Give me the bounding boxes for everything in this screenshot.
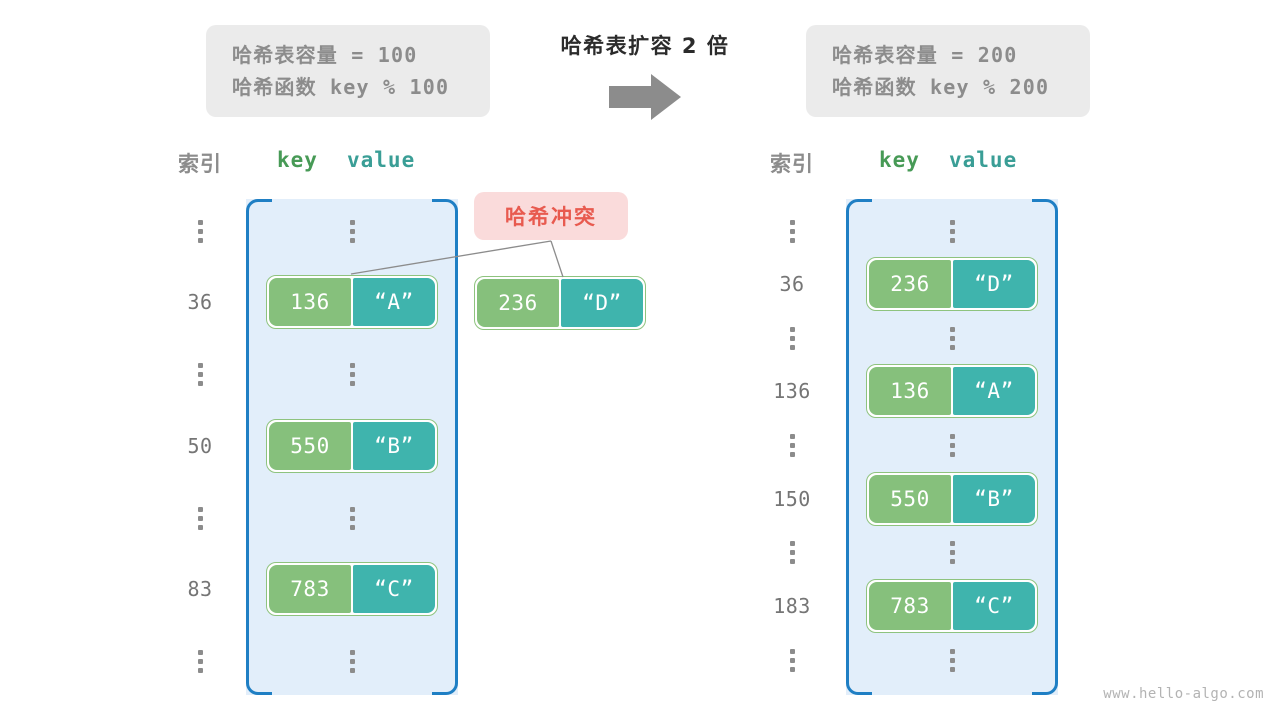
expand-caption: 哈希表扩容 2 倍 [560, 34, 730, 58]
pair-value: “A” [353, 278, 435, 326]
bucket-ellipsis-icon [342, 646, 362, 676]
index-label: 150 [773, 487, 811, 511]
right-arrow-icon [530, 72, 760, 126]
left-key-header: key [277, 148, 318, 172]
index-ellipsis-icon [190, 503, 210, 533]
bucket-ellipsis-icon [942, 323, 962, 353]
index-label: 83 [187, 577, 213, 601]
left-hashfunc-line: 哈希函数 key % 100 [232, 75, 450, 99]
key-value-pair[interactable]: 550“B” [866, 472, 1038, 526]
bucket-ellipsis-icon [942, 430, 962, 460]
pair-value: “C” [353, 565, 435, 613]
key-value-pair[interactable]: 236“D” [866, 257, 1038, 311]
pair-value: “C” [953, 582, 1035, 630]
bucket-ellipsis-icon [342, 216, 362, 246]
collision-badge: 哈希冲突 [474, 192, 628, 240]
pair-key: 236 [869, 260, 951, 308]
detached-collision-pair[interactable]: 236 “D” [474, 276, 646, 330]
watermark: www.hello-algo.com [1103, 686, 1264, 702]
bucket-ellipsis-icon [942, 216, 962, 246]
index-label: 36 [779, 272, 805, 296]
right-hashtable-info-box: 哈希表容量 = 200 哈希函数 key % 200 [806, 25, 1090, 117]
right-capacity-line: 哈希表容量 = 200 [832, 43, 1018, 67]
left-capacity-line: 哈希表容量 = 100 [232, 43, 418, 67]
left-index-header: 索引 [178, 152, 222, 176]
index-ellipsis-icon [782, 216, 802, 246]
right-index-header: 索引 [770, 152, 814, 176]
bucket-ellipsis-icon [942, 537, 962, 567]
left-value-header: value [347, 148, 416, 172]
pair-value: “B” [953, 475, 1035, 523]
index-ellipsis-icon [190, 216, 210, 246]
detached-pair-key: 236 [477, 279, 559, 327]
pair-key: 136 [869, 367, 951, 415]
index-ellipsis-icon [782, 430, 802, 460]
index-ellipsis-icon [782, 323, 802, 353]
index-label: 50 [187, 434, 213, 458]
key-value-pair[interactable]: 136“A” [266, 275, 438, 329]
pair-key: 783 [869, 582, 951, 630]
key-value-pair[interactable]: 783“C” [266, 562, 438, 616]
detached-pair-value: “D” [561, 279, 643, 327]
pair-value: “B” [353, 422, 435, 470]
right-key-header: key [879, 148, 920, 172]
index-ellipsis-icon [190, 359, 210, 389]
pair-key: 550 [869, 475, 951, 523]
pair-key: 136 [269, 278, 351, 326]
key-value-pair[interactable]: 783“C” [866, 579, 1038, 633]
pair-key: 550 [269, 422, 351, 470]
index-label: 36 [187, 290, 213, 314]
index-ellipsis-icon [782, 537, 802, 567]
index-label: 136 [773, 379, 811, 403]
index-label: 183 [773, 594, 811, 618]
bucket-ellipsis-icon [342, 503, 362, 533]
key-value-pair[interactable]: 550“B” [266, 419, 438, 473]
right-value-header: value [949, 148, 1018, 172]
index-ellipsis-icon [782, 645, 802, 675]
pair-key: 783 [269, 565, 351, 613]
key-value-pair[interactable]: 136“A” [866, 364, 1038, 418]
right-hashfunc-line: 哈希函数 key % 200 [832, 75, 1050, 99]
index-ellipsis-icon [190, 646, 210, 676]
pair-value: “D” [953, 260, 1035, 308]
left-hashtable-info-box: 哈希表容量 = 100 哈希函数 key % 100 [206, 25, 490, 117]
bucket-ellipsis-icon [942, 645, 962, 675]
bucket-ellipsis-icon [342, 359, 362, 389]
pair-value: “A” [953, 367, 1035, 415]
